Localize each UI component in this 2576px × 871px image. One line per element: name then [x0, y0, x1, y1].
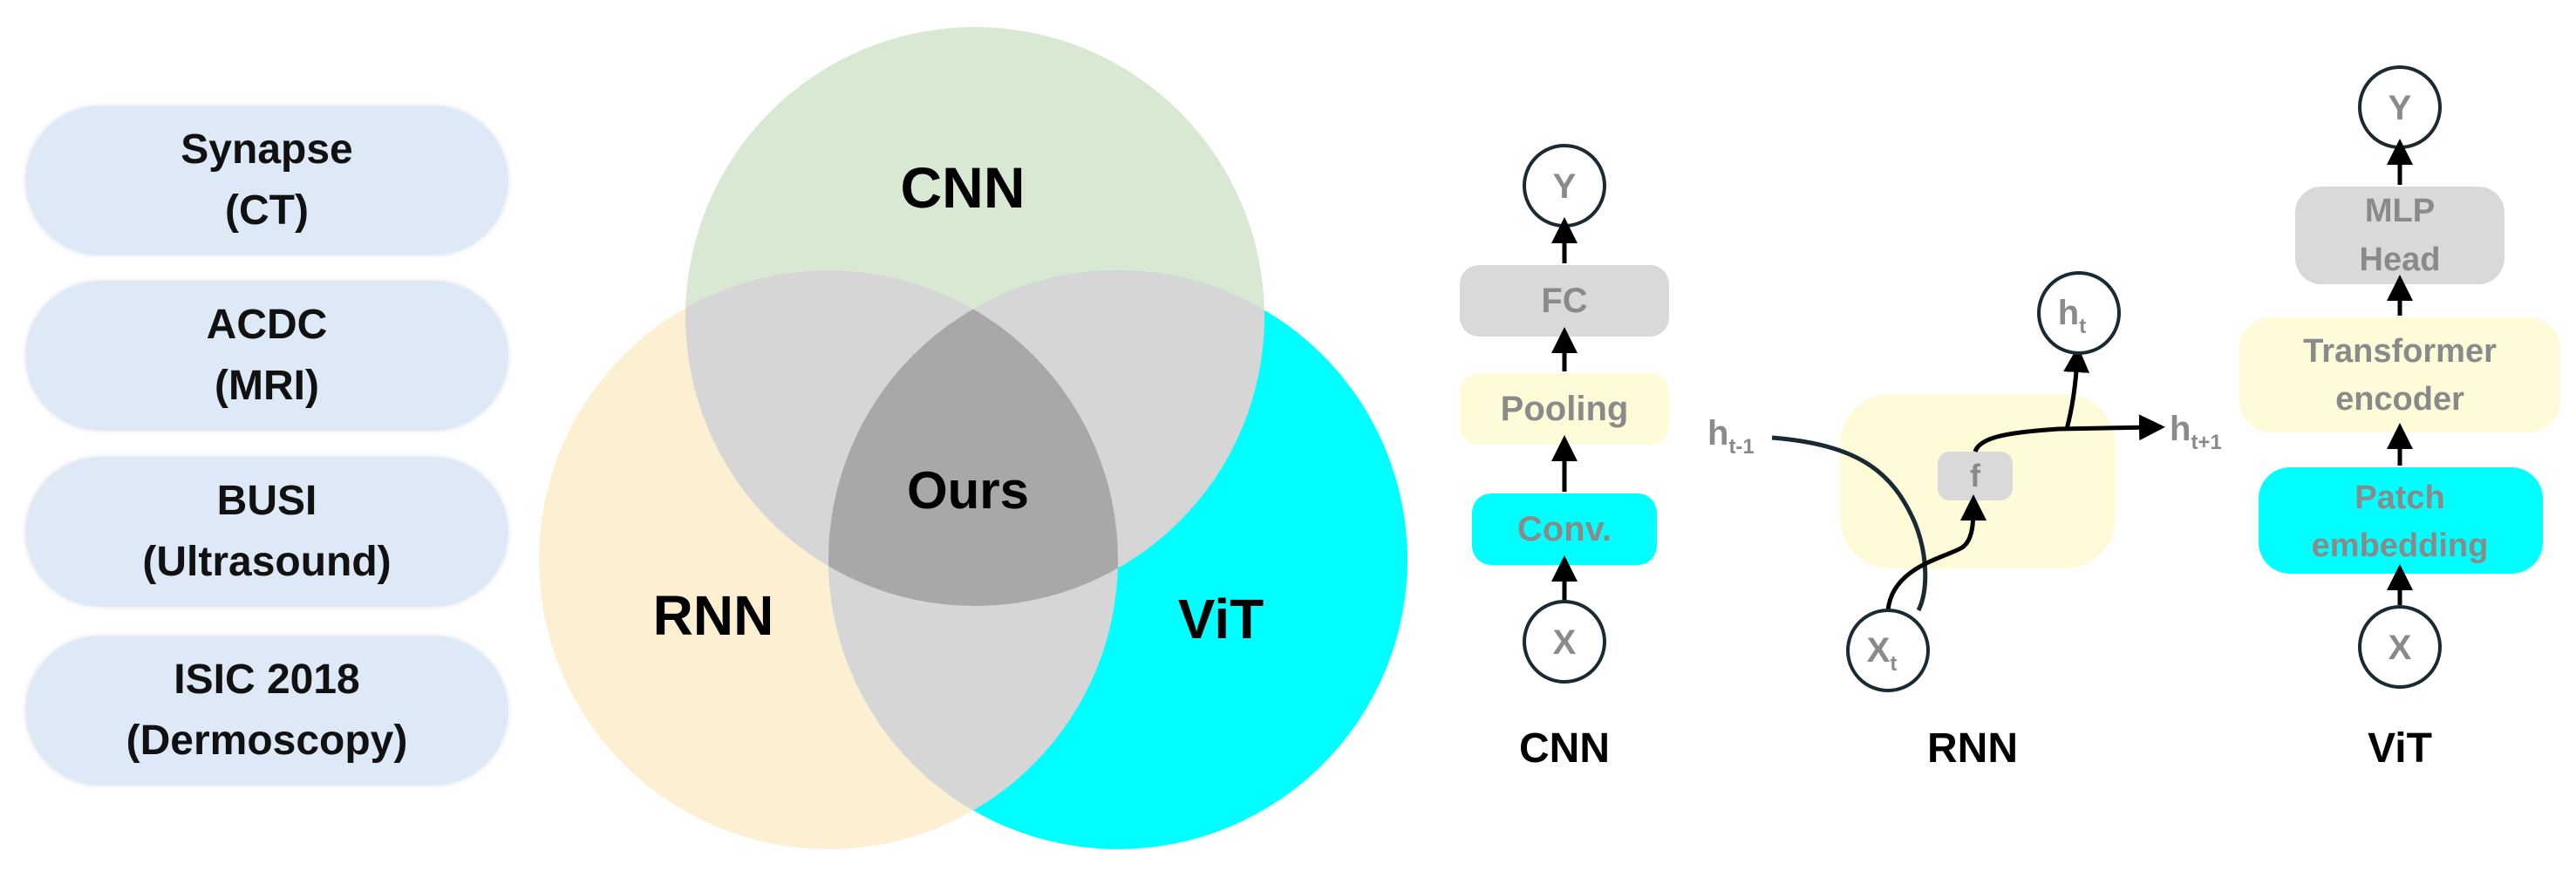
venn-label-vit: ViT: [1178, 588, 1264, 650]
venn-label-center: Ours: [907, 461, 1029, 520]
rnn-hidden-flow-out: [1973, 414, 2165, 453]
rnn-diagram: f ht Xt ht-1 ht+1 RNN: [1707, 271, 2222, 772]
vit-encoder-line2: encoder: [2335, 381, 2464, 418]
venn-label-rnn: RNN: [653, 584, 774, 647]
cnn-fc-label: FC: [1541, 282, 1587, 320]
vit-encoder-line1: Transformer: [2303, 333, 2497, 370]
dataset-modality: (Ultrasound): [142, 539, 392, 585]
cnn-pooling-label: Pooling: [1501, 390, 1629, 428]
dataset-modality: (CT): [225, 187, 309, 234]
dataset-name: Synapse: [181, 126, 353, 173]
dataset-name: BUSI: [216, 478, 317, 524]
rnn-cell-label: f: [1970, 458, 1981, 493]
rnn-next-state-label: ht+1: [2170, 410, 2222, 454]
venn-label-cnn: CNN: [901, 155, 1026, 220]
cnn-input-label: X: [1553, 623, 1577, 662]
cnn-diagram: Y FC Pooling Conv. X CNN: [1460, 144, 1669, 772]
vit-mlp-head-line2: Head: [2360, 242, 2441, 278]
dataset-name: ISIC 2018: [174, 657, 360, 703]
rnn-output-flow: [2063, 346, 2090, 430]
vit-output-label: Y: [2389, 89, 2412, 127]
vit-caption: ViT: [2368, 725, 2432, 772]
cnn-output-label: Y: [1553, 167, 1577, 206]
cnn-input-node: [1523, 600, 1606, 684]
dataset-acdc: ACDC (MRI): [26, 282, 508, 430]
dataset-isic2018: ISIC 2018 (Dermoscopy): [26, 636, 508, 785]
vit-patch-line2: embedding: [2312, 527, 2489, 564]
rnn-input-label: Xt: [1867, 631, 1898, 676]
rnn-caption: RNN: [1927, 725, 2018, 772]
vit-input-node: [2358, 605, 2442, 689]
rnn-output-label: ht: [2058, 294, 2086, 338]
dataset-synapse: Synapse (CT): [26, 106, 508, 255]
dataset-name: ACDC: [206, 302, 328, 348]
dataset-modality: (MRI): [215, 363, 319, 409]
rnn-cell-block: [1938, 452, 2013, 500]
cnn-caption: CNN: [1519, 725, 1610, 772]
vit-mlp-head-line1: MLP: [2365, 193, 2435, 229]
vit-input-label: X: [2389, 629, 2412, 667]
rnn-input-node: [1846, 609, 1930, 692]
rnn-output-node: [2037, 271, 2121, 355]
cnn-pooling-block: [1460, 373, 1669, 445]
vit-mlp-head-block: [2295, 187, 2504, 284]
dataset-busi: BUSI (Ultrasound): [26, 458, 508, 606]
vit-diagram: Y MLP Head Transformer encoder Patch emb…: [2239, 65, 2560, 772]
dataset-modality: (Dermoscopy): [126, 718, 408, 764]
cnn-conv-block: [1472, 493, 1657, 565]
rnn-hidden-flow-in: [1771, 435, 1928, 612]
venn-center-region: [828, 270, 1118, 606]
vit-patch-embedding-block: [2259, 467, 2543, 574]
cnn-conv-label: Conv.: [1517, 510, 1612, 548]
cnn-fc-block: [1460, 265, 1669, 337]
rnn-input-to-cell: [1885, 494, 1987, 611]
vit-patch-line1: Patch: [2355, 480, 2444, 516]
vit-encoder-block: [2239, 317, 2560, 432]
rnn-prev-state-label: ht-1: [1707, 414, 1755, 459]
venn-diagram: CNN RNN ViT Ours: [539, 27, 1407, 849]
